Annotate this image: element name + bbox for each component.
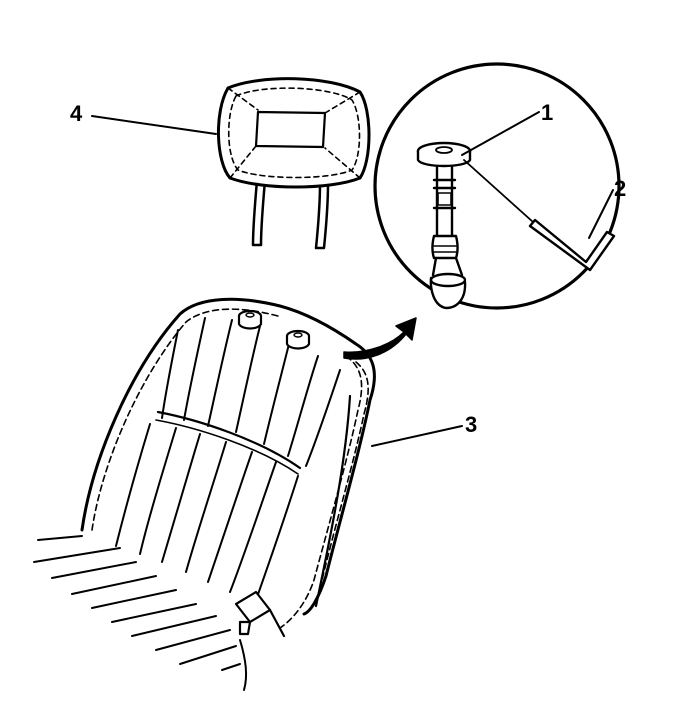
headrest-seams xyxy=(227,87,361,179)
guide-sleeve xyxy=(416,141,472,310)
leader-3 xyxy=(371,425,463,447)
leader-2 xyxy=(588,189,614,239)
headrest-post-left xyxy=(251,178,267,247)
headrest-center-panel xyxy=(254,110,327,149)
callout-3: 3 xyxy=(465,412,478,437)
seat-back-pleats-upper xyxy=(161,317,341,467)
headrest-cushion xyxy=(217,77,371,189)
callout-4: 4 xyxy=(70,101,83,126)
seat-back-pleats-lower xyxy=(115,423,299,601)
callout-arrow xyxy=(343,317,417,360)
leader-4 xyxy=(91,115,217,135)
seat-back-outline xyxy=(80,297,376,616)
leader-1 xyxy=(461,111,540,156)
allen-wrench xyxy=(528,218,616,272)
seat-back xyxy=(33,297,376,691)
headrest xyxy=(217,77,371,250)
seat-cushion xyxy=(33,535,248,691)
wrench-to-sleeve-leader xyxy=(463,159,534,223)
callout-2: 2 xyxy=(614,176,627,201)
callout-1: 1 xyxy=(541,100,554,125)
recliner-latch xyxy=(234,590,286,638)
detail-inset xyxy=(373,62,621,310)
inset-circle xyxy=(373,62,621,310)
seat-back-guide-bosses xyxy=(237,309,311,350)
seat-back-waist-seam xyxy=(156,410,302,470)
headrest-post-right xyxy=(314,182,330,250)
